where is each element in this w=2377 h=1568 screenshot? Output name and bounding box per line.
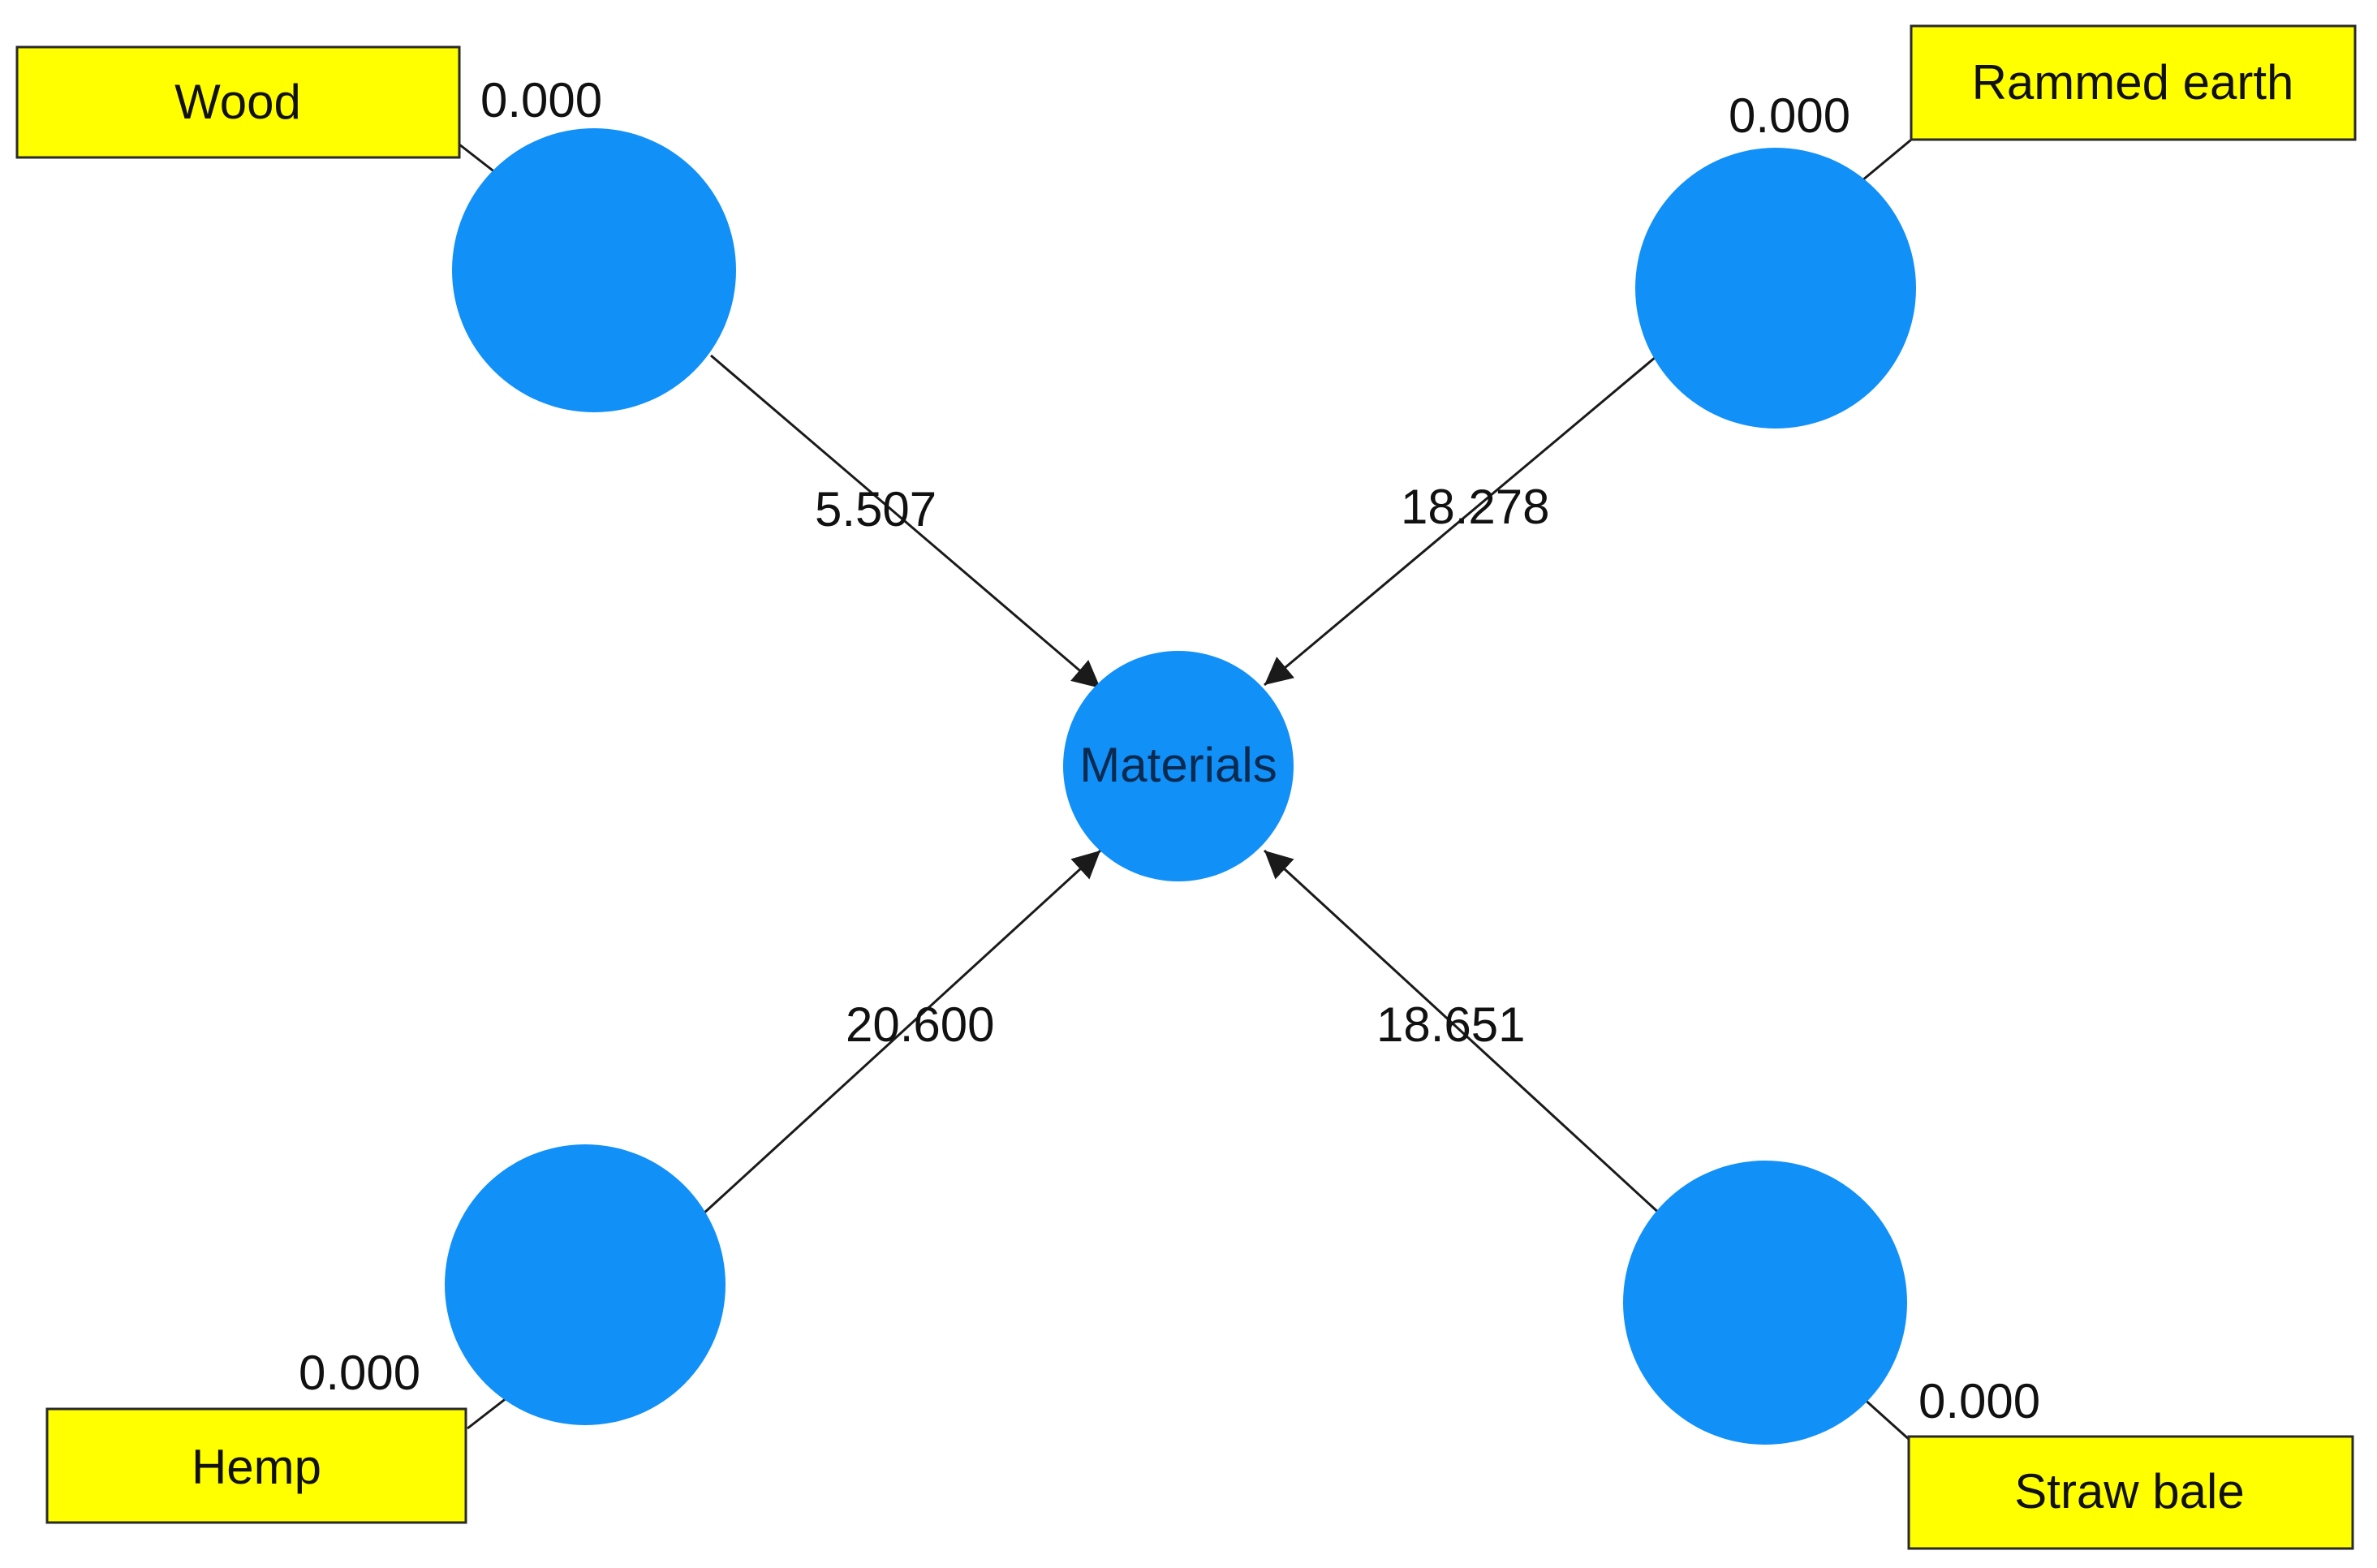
indicator-straw-bale[interactable]: Straw bale xyxy=(1907,1435,2354,1550)
node-wood[interactable] xyxy=(452,128,736,412)
indicator-hemp-label: Hemp xyxy=(192,1440,321,1494)
node-straw-bale[interactable] xyxy=(1623,1161,1907,1445)
indicator-rammed-earth-label: Rammed earth xyxy=(1972,55,2294,110)
edge-straw-bale-to-materials xyxy=(1263,849,1664,1217)
loading-straw-bale: 0.000 xyxy=(1918,1374,2040,1428)
indicator-wood[interactable]: Wood xyxy=(15,45,461,159)
node-hemp[interactable] xyxy=(445,1144,726,1425)
indicator-hemp[interactable]: Hemp xyxy=(45,1407,467,1524)
loading-rammed-earth: 0.000 xyxy=(1729,88,1850,143)
connector-straw-bale xyxy=(1861,1396,1912,1442)
node-materials[interactable] xyxy=(1063,651,1294,881)
edge-hemp-to-materials xyxy=(701,849,1102,1216)
node-rammed-earth[interactable] xyxy=(1635,148,1916,429)
coef-straw-bale: 18.651 xyxy=(1376,997,1526,1052)
materials-label: Materials xyxy=(1079,738,1277,792)
loading-wood: 0.000 xyxy=(480,73,602,127)
coef-rammed-earth: 18.278 xyxy=(1401,480,1550,534)
loading-hemp: 0.000 xyxy=(299,1346,420,1400)
indicator-straw-bale-label: Straw bale xyxy=(2014,1464,2244,1518)
edge-wood-to-materials xyxy=(710,354,1101,690)
connector-hemp xyxy=(467,1396,508,1430)
indicator-rammed-earth[interactable]: Rammed earth xyxy=(1910,24,2357,141)
connector-rammed-earth xyxy=(1862,135,1916,182)
indicator-wood-label: Wood xyxy=(174,75,301,129)
edge-rammed-earth-to-materials xyxy=(1264,355,1656,687)
coef-hemp: 20.600 xyxy=(846,997,995,1052)
coef-wood: 5.507 xyxy=(815,482,937,536)
